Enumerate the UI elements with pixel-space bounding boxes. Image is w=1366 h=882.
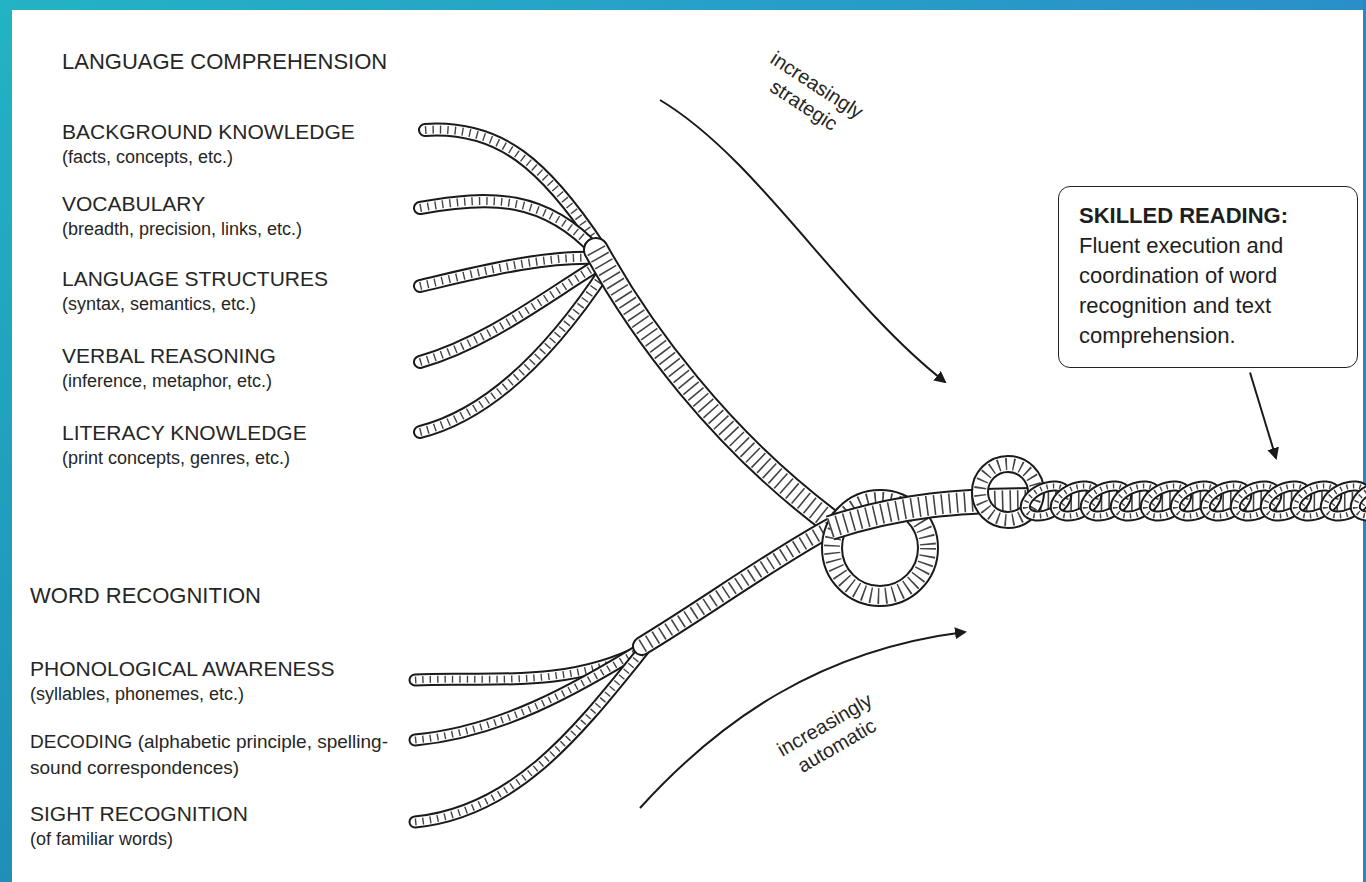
rope-part bbox=[642, 525, 835, 646]
component-name: VOCABULARY bbox=[62, 191, 205, 217]
component-detail: (breadth, precision, links, etc.) bbox=[62, 218, 302, 241]
braid-loop bbox=[1351, 480, 1366, 522]
rope-part bbox=[420, 201, 597, 252]
braid-loop bbox=[1351, 480, 1366, 522]
leader-arrow bbox=[1250, 373, 1276, 458]
rope-part bbox=[420, 268, 607, 432]
component-detail: (of familiar words) bbox=[30, 828, 173, 851]
component-detail: (facts, concepts, etc.) bbox=[62, 146, 233, 169]
rope-part bbox=[415, 642, 650, 822]
component-detail: (inference, metaphor, etc.) bbox=[62, 370, 272, 393]
rope-part bbox=[596, 250, 835, 525]
frame-band bbox=[1363, 0, 1366, 882]
component-name: LITERACY KNOWLEDGE bbox=[62, 420, 307, 446]
rope-part bbox=[642, 525, 835, 646]
rope-part bbox=[420, 268, 607, 432]
rope-part bbox=[660, 100, 945, 382]
rope-part bbox=[596, 250, 835, 525]
component-detail: (print concepts, genres, etc.) bbox=[62, 447, 290, 470]
rope-part bbox=[415, 642, 650, 822]
component-name: PHONOLOGICAL AWARENESS bbox=[30, 656, 335, 682]
component-name: LANGUAGE STRUCTURES bbox=[62, 266, 328, 292]
component-detail: (syntax, semantics, etc.) bbox=[62, 293, 256, 316]
frame-band bbox=[0, 0, 12, 882]
rope-part bbox=[415, 642, 650, 822]
component-detail: (syllables, phonemes, etc.) bbox=[30, 683, 244, 706]
callout-box: SKILLED READING:Fluent execution and coo… bbox=[1058, 186, 1358, 368]
rope-part bbox=[420, 201, 597, 252]
rope-strands bbox=[415, 130, 1366, 822]
rope-part bbox=[642, 525, 835, 646]
frame-band bbox=[0, 0, 1366, 10]
direction-label: increasingly strategic bbox=[745, 41, 876, 149]
rope-part bbox=[596, 250, 835, 525]
direction-label: increasingly automatic bbox=[764, 683, 896, 787]
section-heading: WORD RECOGNITION bbox=[30, 582, 261, 610]
component-name: VERBAL REASONING bbox=[62, 343, 276, 369]
callout-heading: SKILLED READING: bbox=[1079, 201, 1339, 231]
rope-part bbox=[420, 268, 607, 432]
rope-part bbox=[420, 201, 597, 252]
section-heading: LANGUAGE COMPREHENSION bbox=[62, 48, 387, 76]
braided-rope bbox=[1021, 480, 1366, 522]
direction-arrows bbox=[640, 100, 965, 808]
component-name: SIGHT RECOGNITION bbox=[30, 801, 248, 827]
braid-loop bbox=[1351, 480, 1366, 522]
component-name: DECODING (alphabetic principle, spelling… bbox=[30, 729, 400, 781]
callout-body: Fluent execution and coordination of wor… bbox=[1079, 231, 1339, 351]
component-name: BACKGROUND KNOWLEDGE bbox=[62, 119, 355, 145]
rope-part bbox=[640, 632, 965, 808]
